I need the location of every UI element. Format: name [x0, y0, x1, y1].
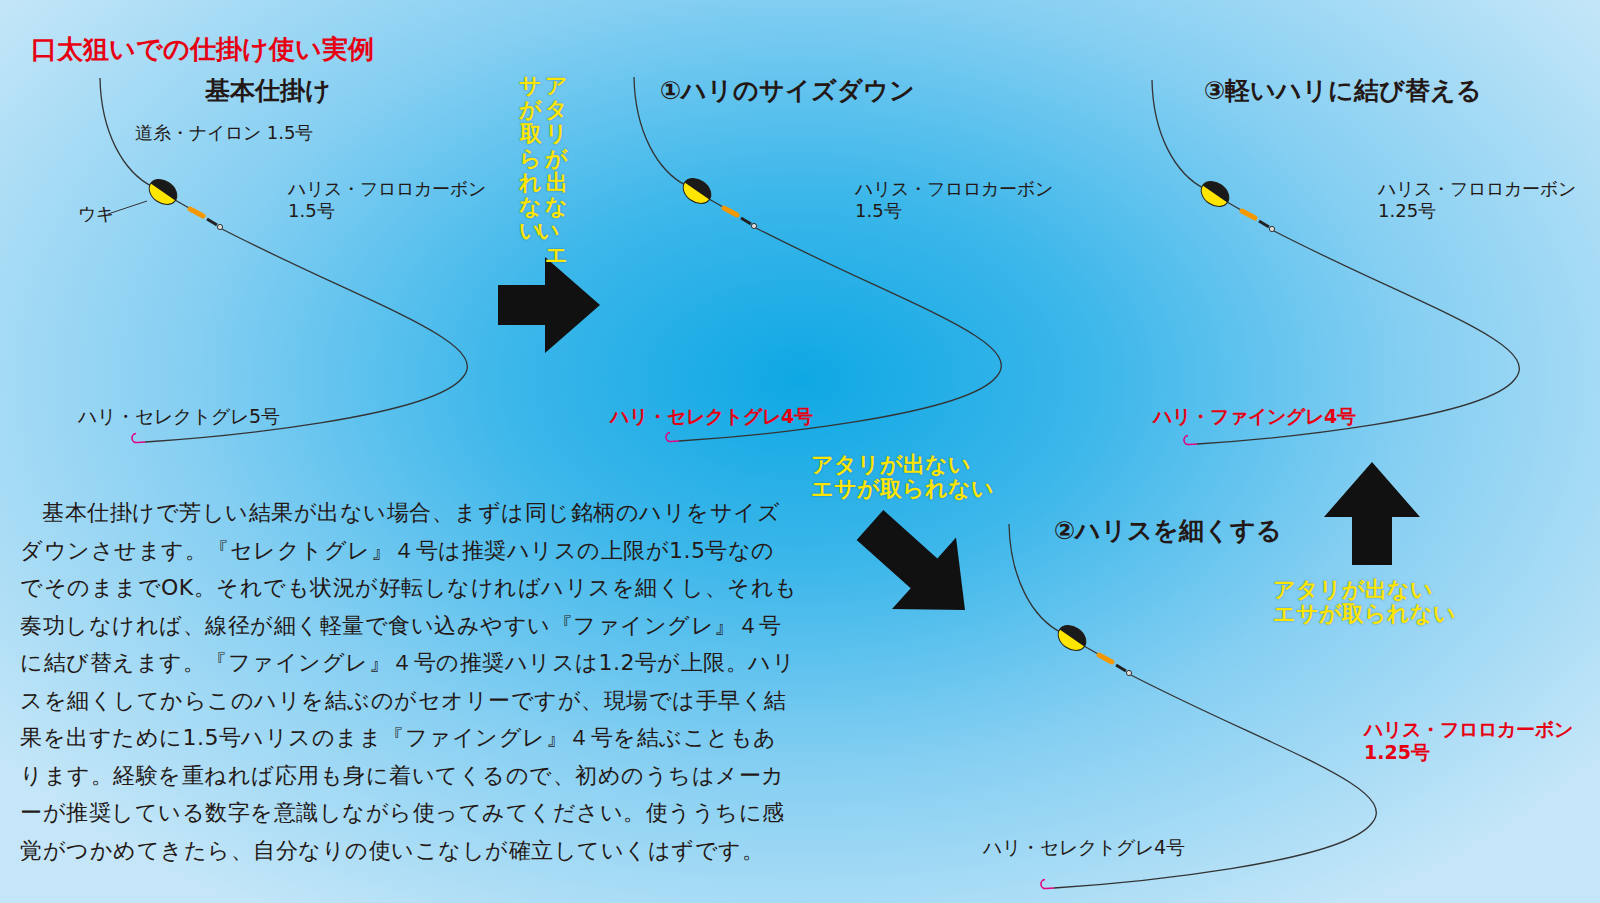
leader-label: ハリス・フロロカーボン 1.5号 — [855, 178, 1061, 221]
float-label: ウキ — [78, 203, 114, 225]
rig-panel: ①ハリのサイズダウンハリス・フロロカーボン 1.5号ハリ・セレクトグレ4号 — [600, 68, 1080, 525]
title: 口太狙いでの仕掛け使い実例 — [31, 32, 374, 67]
block-arrow — [857, 510, 965, 610]
hook-label: ハリ・ファイングレ4号 — [1153, 405, 1356, 428]
leader-label: ハリス・フロロカーボン 1.25号 — [1378, 178, 1584, 221]
rig-panel: ②ハリスを細くするハリス・フロロカーボン 1.25号ハリ・セレクトグレ4号 — [965, 565, 1594, 897]
rig-heading: 基本仕掛け — [205, 76, 331, 106]
rig-heading: ②ハリスを細くする — [1054, 516, 1282, 546]
rig-step2 — [1009, 524, 1376, 889]
rig-step1 — [634, 77, 1001, 442]
block-arrow — [498, 257, 600, 353]
leader-line — [108, 201, 147, 214]
rig-panel: ③軽いハリに結び替えるハリス・フロロカーボン 1.25号ハリ・ファイングレ4号 — [1120, 68, 1590, 462]
block-arrow — [1324, 462, 1420, 565]
body-text: 基本仕掛けで芳しい結果が出ない場合、まずは同じ銘柄のハリをサイズダウンさせます。… — [20, 494, 798, 869]
edge-label: アタリが出ない エサが取られない — [520, 74, 568, 268]
leader-label: ハリス・フロロカーボン 1.25号 — [1364, 718, 1590, 764]
rig-basic — [100, 78, 467, 443]
edge-label: アタリが出ない エサが取られない — [811, 453, 1003, 501]
rig-heading: ③軽いハリに結び替える — [1204, 76, 1482, 106]
line-label: 道糸・ナイロン 1.5号 — [135, 122, 313, 144]
hook-label: ハリ・セレクトグレ4号 — [610, 405, 813, 428]
hook-label: ハリ・セレクトグレ4号 — [983, 836, 1185, 859]
hook-label: ハリ・セレクトグレ5号 — [78, 405, 280, 428]
rig-heading: ①ハリのサイズダウン — [660, 76, 915, 106]
leader-label: ハリス・フロロカーボン 1.5号 — [288, 178, 494, 221]
rig-panel: 基本仕掛け道糸・ナイロン 1.5号ウキ ハリス・フロロカーボン 1.5号ハリ・セレ… — [60, 68, 498, 460]
rig-step3 — [1152, 80, 1519, 445]
edge-label: アタリが出ない エサが取られない — [1273, 578, 1465, 626]
